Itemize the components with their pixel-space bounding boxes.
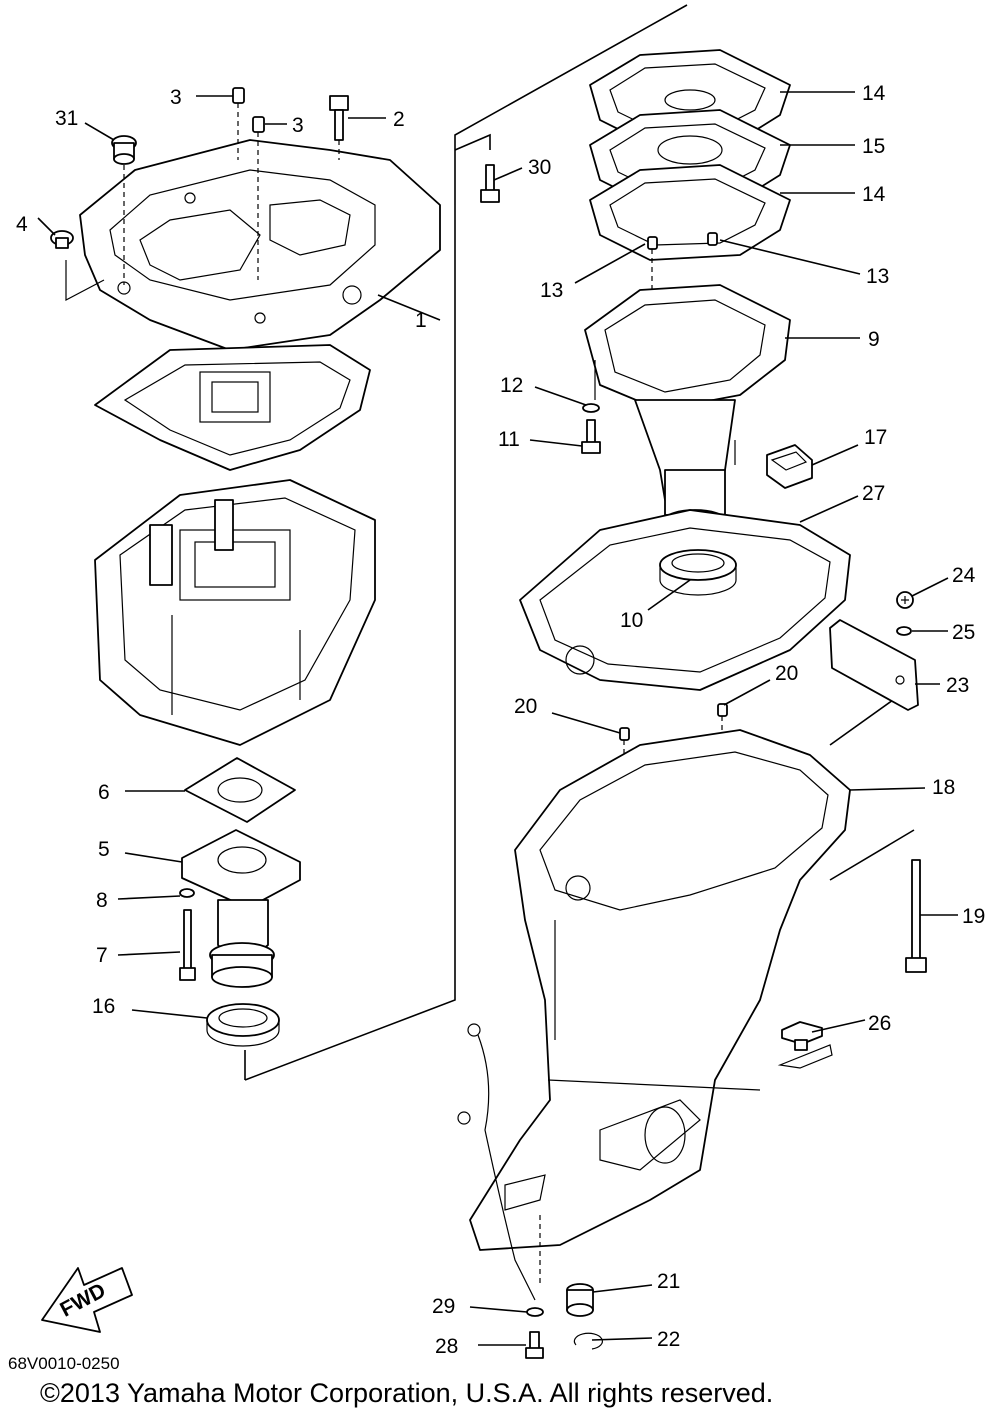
part-bolt-28 — [525, 1331, 544, 1359]
part-damper-17 — [766, 444, 813, 489]
callout-27: 27 — [862, 482, 885, 505]
callout-14b: 14 — [862, 183, 886, 206]
part-bolt-2 — [329, 95, 349, 160]
part-driveshaft-housing-18 — [469, 729, 851, 1285]
part-screw-24 — [896, 591, 914, 609]
part-upper-gasket — [94, 344, 371, 471]
part-seal-16 — [206, 1003, 280, 1047]
callout-8: 8 — [96, 889, 108, 912]
callout-7: 7 — [96, 944, 108, 967]
callout-23: 23 — [946, 674, 969, 697]
part-plug-4 — [50, 230, 105, 301]
part-bushing-21 — [566, 1283, 594, 1317]
callout-14a: 14 — [862, 82, 886, 105]
callout-9: 9 — [868, 328, 880, 351]
callouts: 1 2 3 3 4 5 6 7 8 9 10 11 12 13 13 14 14 — [16, 82, 985, 1358]
copyright-notice: ©2013 Yamaha Motor Corporation, U.S.A. A… — [40, 1378, 774, 1408]
part-circlip-22 — [573, 1332, 603, 1350]
part-bolt-19 — [905, 859, 927, 973]
callout-4: 4 — [16, 213, 28, 236]
callout-15: 15 — [862, 135, 885, 158]
part-bolt-7 — [179, 909, 196, 981]
callout-6: 6 — [98, 781, 110, 804]
callout-1: 1 — [415, 309, 427, 332]
callout-31: 31 — [55, 107, 78, 130]
part-oil-pan — [94, 479, 376, 746]
callout-28: 28 — [435, 1335, 458, 1358]
part-grommet-26 — [777, 1021, 833, 1069]
callout-12: 12 — [500, 374, 523, 397]
part-gasket-6 — [184, 757, 296, 823]
callout-26: 26 — [868, 1012, 891, 1035]
callout-11: 11 — [498, 428, 520, 451]
part-washer-25 — [896, 626, 912, 636]
part-washer-8 — [179, 888, 195, 898]
part-plug-31 — [111, 135, 137, 285]
group-border-lines — [244, 4, 915, 1081]
callout-22: 22 — [657, 1328, 680, 1351]
part-gasket-27 — [519, 509, 851, 691]
callout-2: 2 — [393, 108, 405, 131]
callout-24: 24 — [952, 564, 976, 587]
part-seal-10 — [659, 549, 737, 596]
callout-5: 5 — [98, 838, 110, 861]
callout-16: 16 — [92, 995, 115, 1018]
callout-30: 30 — [528, 156, 551, 179]
callout-20a: 20 — [514, 695, 537, 718]
callout-17: 17 — [864, 426, 887, 449]
part-bolt-11 — [581, 419, 601, 454]
callout-3a: 3 — [170, 86, 182, 109]
callout-13a: 13 — [540, 279, 563, 302]
part-plate-23 — [829, 619, 919, 711]
callout-18: 18 — [932, 776, 955, 799]
part-upper-casing — [79, 139, 441, 351]
callout-29: 29 — [432, 1295, 455, 1318]
callout-13b: 13 — [866, 265, 889, 288]
part-washer-29 — [526, 1307, 544, 1317]
part-bolt-30 — [480, 164, 500, 203]
part-exhaust-manifold-9 — [584, 284, 791, 531]
fwd-arrow-icon: FWD — [41, 1267, 133, 1333]
part-exhaust-guide-5 — [181, 829, 301, 988]
callout-10: 10 — [620, 609, 643, 632]
callout-25: 25 — [952, 621, 975, 644]
part-ground-wire — [457, 1023, 536, 1301]
callout-19: 19 — [962, 905, 985, 928]
callout-20b: 20 — [775, 662, 798, 685]
part-gasket-14-bottom — [589, 164, 791, 261]
callout-3b: 3 — [292, 114, 304, 137]
drawing-code: 68V0010-0250 — [8, 1354, 120, 1373]
part-washer-12 — [582, 403, 600, 413]
callout-21: 21 — [657, 1270, 680, 1293]
